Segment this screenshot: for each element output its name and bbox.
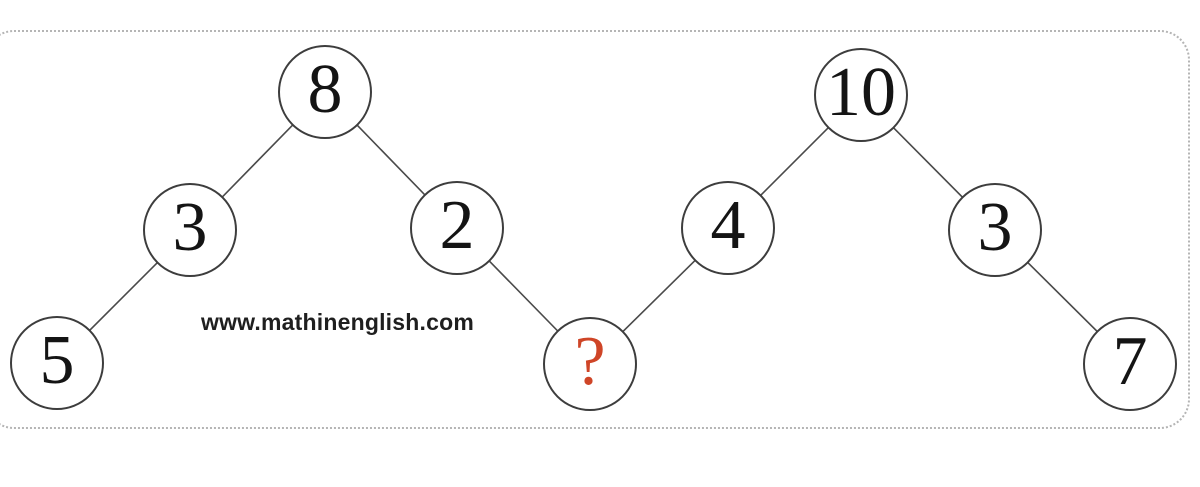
node-value: 4 — [710, 187, 746, 264]
puzzle-node: 5 — [10, 316, 104, 410]
node-value: 3 — [172, 189, 208, 266]
node-value: 7 — [1112, 323, 1148, 400]
puzzle-node: 4 — [681, 181, 775, 275]
puzzle-node: 3 — [143, 183, 237, 277]
node-value: 10 — [826, 54, 896, 131]
puzzle-node: 2 — [410, 181, 504, 275]
node-value: 2 — [439, 187, 475, 264]
node-value: ? — [574, 323, 606, 400]
watermark: www.mathinenglish.com — [201, 309, 474, 335]
puzzle-node: 10 — [814, 48, 908, 142]
node-value: 8 — [307, 51, 343, 128]
puzzle-node-unknown: ? — [543, 317, 637, 411]
puzzle-node: 3 — [948, 183, 1042, 277]
node-value: 3 — [977, 189, 1013, 266]
node-value: 5 — [39, 322, 75, 399]
puzzle-node: 8 — [278, 45, 372, 139]
puzzle-node: 7 — [1083, 317, 1177, 411]
dotted-border-frame — [0, 30, 1190, 429]
